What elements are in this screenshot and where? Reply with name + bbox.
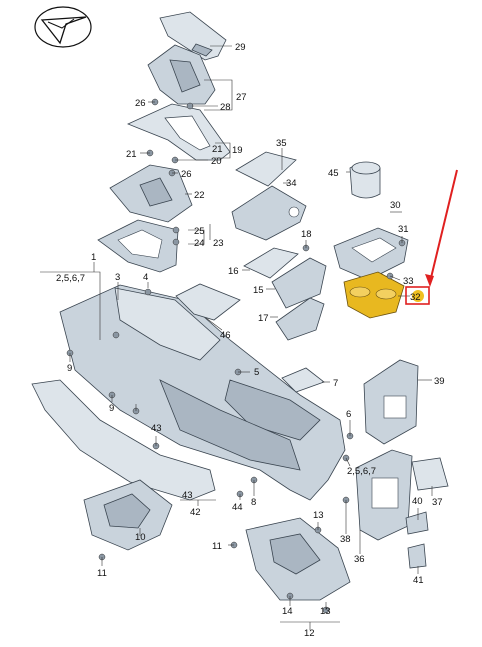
callout-1: 1 <box>91 252 96 263</box>
leader-lines <box>40 45 433 630</box>
part-32-cup-right <box>375 288 397 300</box>
callout-38: 38 <box>340 534 351 545</box>
part-29-slot <box>191 43 213 57</box>
callout-35: 35 <box>276 138 287 149</box>
callout-25: 25 <box>194 226 205 237</box>
callout-9b: 9 <box>109 403 114 414</box>
part-40-cover <box>405 511 429 535</box>
callout-30: 30 <box>390 200 401 211</box>
callout-42: 42 <box>190 507 201 518</box>
brand-logo <box>34 6 92 48</box>
part-34-hole <box>288 206 300 218</box>
part-32-cup-left <box>349 286 371 298</box>
callout-14: 14 <box>282 606 293 617</box>
callout-33: 33 <box>403 276 414 287</box>
callout-34: 34 <box>286 178 297 189</box>
callout-15: 15 <box>253 285 264 296</box>
callout-2: 2,5,6,7 <box>347 466 376 477</box>
part-37-flap <box>411 457 449 491</box>
callout-22: 22 <box>194 190 205 201</box>
callout-2567: 2,5,6,7 <box>56 273 85 284</box>
screw-24 <box>172 238 180 246</box>
callout-29: 29 <box>235 42 246 53</box>
callout-10: 10 <box>135 532 146 543</box>
callout-17: 17 <box>258 313 269 324</box>
callout-45: 45 <box>328 168 339 179</box>
part-32-highlight-box <box>405 286 430 305</box>
callout-5: 5 <box>254 367 259 378</box>
callout-16: 16 <box>228 266 239 277</box>
callout-44: 44 <box>232 502 243 513</box>
part-32-cup-holder <box>343 271 405 319</box>
callout-4: 4 <box>143 272 148 283</box>
part-10-detail <box>103 493 151 529</box>
callout-21b: 21 <box>126 149 137 160</box>
callout-40: 40 <box>412 496 423 507</box>
part-23-inner <box>117 229 163 259</box>
callout-6: 6 <box>346 409 351 420</box>
callout-21a: 21 <box>212 144 223 155</box>
part-27-detail <box>169 59 201 93</box>
callout-labels: 29 27 26 28 21 19 21 20 26 22 25 24 23 3… <box>56 42 445 639</box>
callout-41: 41 <box>413 575 424 586</box>
pointer-arrowhead <box>425 274 434 287</box>
callout-18: 18 <box>301 229 312 240</box>
callout-20: 20 <box>211 156 222 167</box>
clip-4 <box>112 331 120 339</box>
part-34-tray <box>231 185 307 241</box>
part-19-opening <box>164 115 211 151</box>
screw-25 <box>172 226 180 234</box>
part-36-opening <box>371 477 399 509</box>
callout-11a: 11 <box>212 541 222 552</box>
callout-26a: 26 <box>135 98 146 109</box>
part-side-trim <box>31 379 216 501</box>
callout-26b: 26 <box>181 169 192 180</box>
part-30-opening <box>351 237 397 263</box>
callout-12: 12 <box>304 628 315 639</box>
callout-7: 7 <box>333 378 338 389</box>
part-12-detail <box>269 533 321 575</box>
part-32-highlight-dot <box>412 290 424 302</box>
part-1-console-storage <box>224 379 321 441</box>
part-41-cap <box>407 543 427 569</box>
callout-43b: 43 <box>182 490 193 501</box>
callout-3: 3 <box>115 272 120 283</box>
callout-32: 32 <box>410 292 421 303</box>
callout-24: 24 <box>194 238 205 249</box>
callout-13a: 13 <box>313 510 324 521</box>
clip-3 <box>144 288 152 296</box>
callout-27: 27 <box>236 92 247 103</box>
callout-31: 31 <box>398 224 409 235</box>
part-39-slot <box>383 395 407 419</box>
part-45-cup-rim <box>351 161 381 175</box>
callout-13b: 13 <box>320 606 331 617</box>
callout-11b: 11 <box>97 568 107 579</box>
part-22-detail <box>139 177 173 207</box>
callout-46: 46 <box>220 330 231 341</box>
callout-28: 28 <box>220 102 231 113</box>
callout-37: 37 <box>432 497 443 508</box>
callout-19: 19 <box>232 145 243 156</box>
part-46-flap <box>175 283 241 321</box>
part-15-storage-box <box>271 257 327 309</box>
callout-8: 8 <box>251 497 256 508</box>
callout-23: 23 <box>213 238 224 249</box>
callout-36: 36 <box>354 554 365 565</box>
callout-9a: 9 <box>67 363 72 374</box>
part-29-cover <box>159 11 227 61</box>
callout-43a: 43 <box>151 423 162 434</box>
part-16-mat <box>243 247 299 279</box>
pointer-arrow <box>429 169 458 283</box>
part-35-pad <box>235 151 297 187</box>
part-1-console-side <box>159 379 301 471</box>
part-17-storage-box <box>275 297 325 341</box>
part-1-console-top <box>114 287 221 361</box>
callout-39: 39 <box>434 376 445 387</box>
